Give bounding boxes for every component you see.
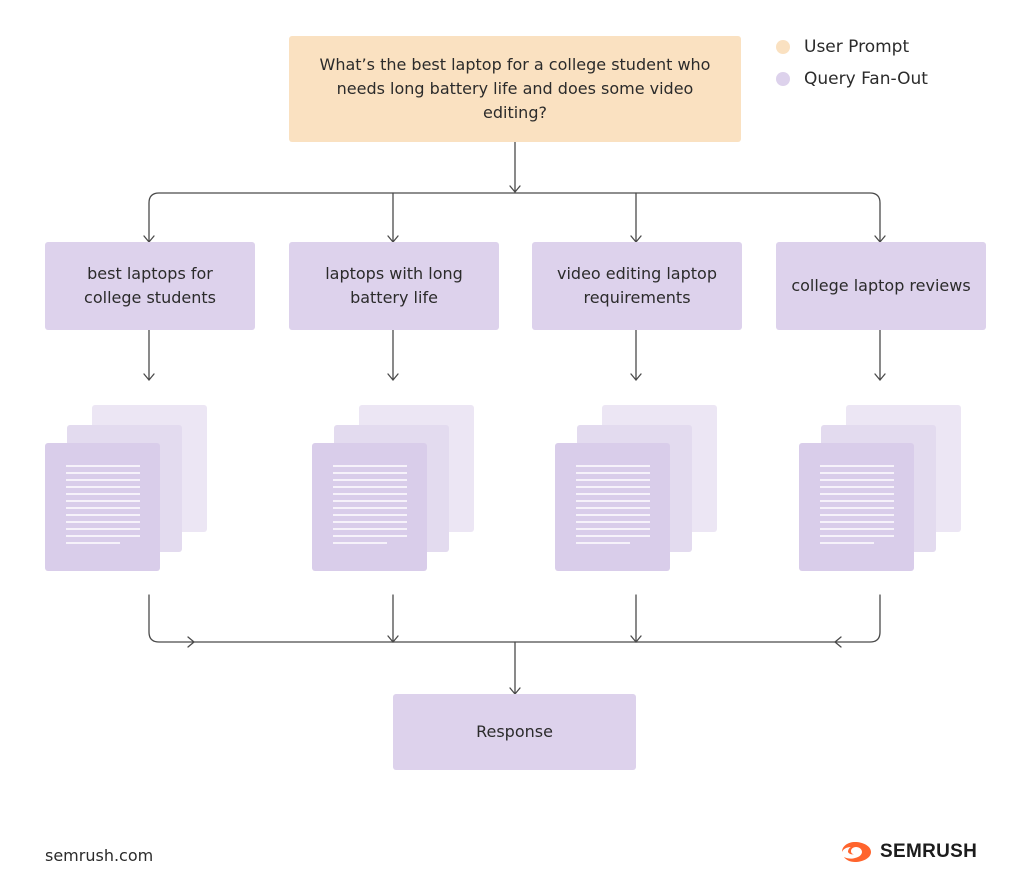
legend-label-user-prompt: User Prompt	[804, 37, 910, 57]
legend-swatch-user-prompt	[776, 40, 790, 54]
legend-label-query-fan-out: Query Fan-Out	[804, 69, 928, 89]
prompt-stem-arrow	[509, 185, 521, 193]
response-text: Response	[476, 722, 553, 741]
query-text-4: college laptop reviews	[791, 276, 971, 295]
query-text-1: best laptops for college students	[84, 264, 216, 307]
query-doc-arrow-3	[630, 373, 642, 381]
query-doc-arrow-2	[387, 373, 399, 381]
merge-arrow-3	[630, 635, 642, 643]
document-stack-4	[799, 405, 961, 571]
query-text-2: laptops with long battery life	[325, 264, 463, 307]
query-text-3: video editing laptop requirements	[557, 264, 717, 307]
merge-arrow-1	[187, 636, 195, 648]
branch-bar	[148, 192, 881, 243]
semrush-logo: SEMRUSH	[840, 841, 977, 863]
legend-item-user-prompt: User Prompt	[776, 37, 909, 57]
semrush-flame-icon	[842, 842, 871, 862]
document-stack-3	[555, 405, 717, 571]
user-prompt-box: What’s the best laptop for a college stu…	[289, 36, 741, 142]
merge-arrow-2	[387, 635, 399, 643]
document-stack-2	[312, 405, 474, 571]
legend-swatch-query-fan-out	[776, 72, 790, 86]
merge-arrow-4	[834, 636, 842, 648]
query-box-4: college laptop reviews	[776, 242, 986, 330]
document-stack-1	[45, 405, 207, 571]
footer-source-url[interactable]: semrush.com	[45, 846, 154, 865]
response-box: Response	[393, 694, 636, 770]
user-prompt-text: What’s the best laptop for a college stu…	[319, 55, 711, 122]
query-box-3: video editing laptop requirements	[532, 242, 742, 330]
query-box-1: best laptops for college students	[45, 242, 255, 330]
merge-bar	[148, 594, 881, 643]
query-doc-arrow-4	[874, 373, 886, 381]
query-box-2: laptops with long battery life	[289, 242, 499, 330]
query-doc-arrow-1	[143, 373, 155, 381]
brand-name: SEMRUSH	[880, 841, 978, 862]
legend-item-query-fan-out: Query Fan-Out	[776, 69, 928, 89]
